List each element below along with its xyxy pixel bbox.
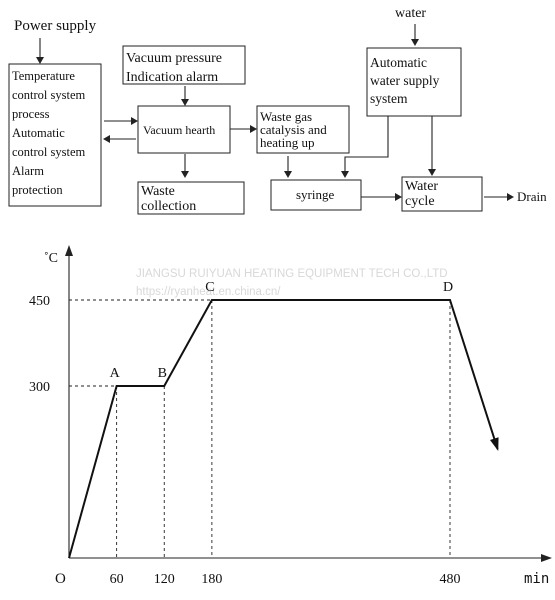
vacuum-pressure-text: Vacuum pressure Indication alarm — [126, 51, 226, 85]
drain-label: Drain — [517, 189, 547, 204]
x-tick-label-180: 180 — [201, 572, 222, 587]
waste-gas-box — [256, 105, 350, 154]
arrowhead — [395, 193, 402, 201]
flowchart: Power supply Temperature control system … — [8, 6, 547, 215]
waste-collection-text: Waste collection — [141, 184, 196, 214]
vacuum-pressure-box — [122, 45, 246, 85]
x-tick-label-60: 60 — [110, 572, 124, 587]
arrowhead — [428, 169, 436, 176]
x-axis-unit: min — [524, 571, 549, 587]
point-label-B: B — [158, 366, 167, 381]
arrowhead — [181, 171, 189, 178]
point-label-D: D — [443, 280, 453, 295]
power-supply-label: Power supply — [14, 18, 97, 34]
waste-collection-box — [137, 181, 245, 215]
arrowhead — [341, 171, 349, 178]
waste-gas-text: Waste gas catalysis and heating up — [260, 109, 330, 150]
syringe-text: syringe — [296, 187, 335, 202]
watermark: JIANGSU RUIYUAN HEATING EQUIPMENT TECH C… — [136, 268, 448, 298]
arrowhead — [103, 135, 110, 143]
origin-label: O — [55, 571, 66, 587]
temperature-control-text: Temperature control system process Autom… — [12, 69, 88, 197]
y-tick-label-300: 300 — [29, 380, 50, 395]
arrowhead — [181, 99, 189, 106]
point-label-C: C — [205, 280, 214, 295]
y-axis-arrowhead — [65, 245, 73, 256]
connector-arrow — [344, 116, 389, 176]
temperature-curve — [68, 299, 499, 559]
y-axis-unit: ˚C — [44, 251, 58, 266]
vacuum-hearth-text: Vacuum hearth — [143, 123, 215, 137]
vacuum-hearth-box — [137, 105, 231, 154]
arrowhead — [250, 125, 257, 133]
x-tick-label-480: 480 — [440, 572, 461, 587]
point-label-A: A — [110, 366, 121, 381]
auto-water-supply-box — [366, 47, 462, 117]
arrowhead — [284, 171, 292, 178]
y-tick-label-450: 450 — [29, 294, 50, 309]
x-axis-arrowhead — [541, 554, 552, 562]
watermark-company: JIANGSU RUIYUAN HEATING EQUIPMENT TECH C… — [136, 268, 448, 280]
auto-water-supply-text: Automatic water supply system — [370, 55, 443, 106]
arrowhead — [507, 193, 514, 201]
watermark-url: https://ryanheat.en.china.cn/ — [136, 286, 281, 298]
arrowhead — [36, 57, 44, 64]
arrowhead — [411, 39, 419, 46]
water-cycle-box — [401, 176, 483, 212]
syringe-box — [270, 179, 362, 211]
arrowhead — [131, 117, 138, 125]
water-label: water — [395, 6, 426, 21]
water-cycle-text: Water cycle — [405, 179, 442, 209]
curve-end-arrowhead — [489, 437, 499, 451]
x-tick-label-120: 120 — [154, 572, 175, 587]
temperature-control-box — [8, 63, 102, 207]
